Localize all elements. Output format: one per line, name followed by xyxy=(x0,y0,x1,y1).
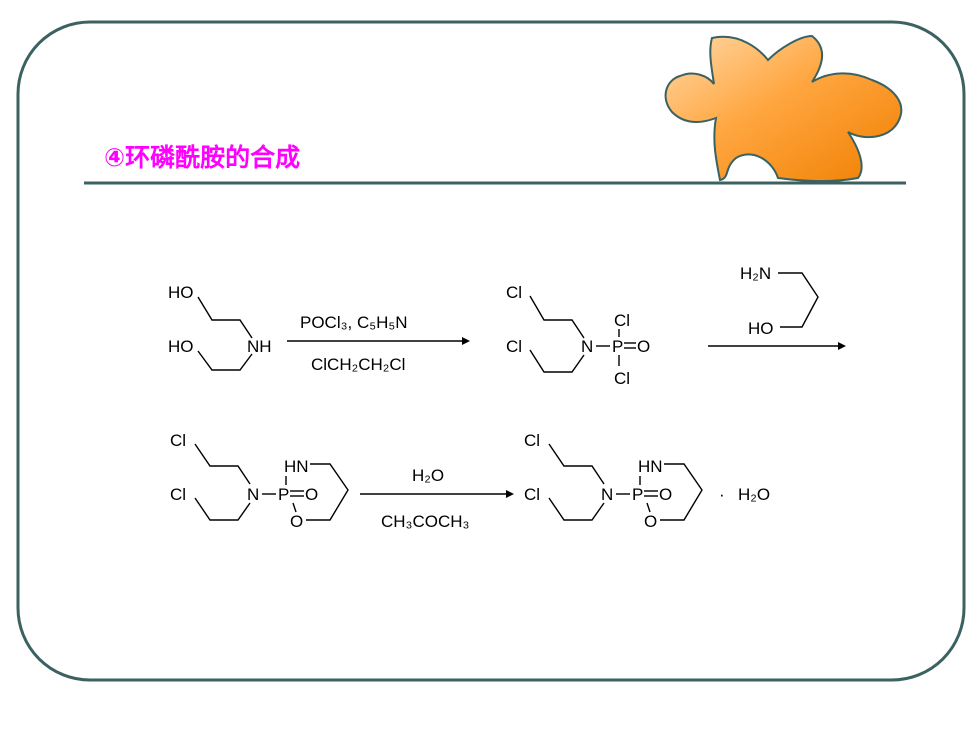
hydrate-o-ring: O xyxy=(644,512,657,531)
intermediate-dichloride: Cl Cl N P O Cl Cl xyxy=(506,283,650,388)
step3-reagent-bottom: CH₃COCH₃ xyxy=(381,512,469,531)
ho-label: HO xyxy=(748,319,774,338)
product-cl-top: Cl xyxy=(170,431,186,450)
cl-chain-bottom: Cl xyxy=(506,337,522,356)
rounded-border xyxy=(16,20,966,682)
nh-label: NH xyxy=(247,337,272,356)
step1-arrow: POCl₃, C₅H₅N ClCH₂CH₂Cl xyxy=(287,313,470,374)
product-o-double: O xyxy=(305,485,318,504)
ho-top-label: HO xyxy=(168,283,194,302)
product-cyclophosphamide: Cl Cl N P O HN O xyxy=(170,431,349,531)
step1-reagent-top: POCl₃, C₅H₅N xyxy=(300,313,408,332)
slide-title: ④环磷酰胺的合成 xyxy=(104,143,301,172)
o-double-label: O xyxy=(637,337,650,356)
n-label: N xyxy=(581,337,593,356)
step3-reagent-top: H₂O xyxy=(412,466,444,485)
hydrate-o-double: O xyxy=(659,485,672,504)
hydrate-hn: HN xyxy=(638,457,663,476)
hydrate-p: P xyxy=(632,485,643,504)
hydrate-dot: · xyxy=(719,485,725,504)
p-label: P xyxy=(612,337,623,356)
puzzle-piece-icon xyxy=(664,34,903,182)
cl-chain-top: Cl xyxy=(506,283,522,302)
lower-ethanol-chain xyxy=(197,350,253,371)
step2-reagent: H₂N HO xyxy=(708,264,846,350)
cl-p-bottom: Cl xyxy=(614,369,630,388)
cl-p-top: Cl xyxy=(614,311,630,330)
upper-ethanol-chain xyxy=(197,296,253,339)
product-hydrate: Cl Cl N P O HN O · H₂O xyxy=(524,431,770,531)
step1-reagent-bottom: ClCH₂CH₂Cl xyxy=(311,355,405,374)
h2n-label: H₂N xyxy=(740,264,771,283)
hydrate-cl-bottom: Cl xyxy=(524,485,540,504)
hydrate-cl-top: Cl xyxy=(524,431,540,450)
product-o-ring: O xyxy=(290,512,303,531)
hydrate-n: N xyxy=(601,485,613,504)
reactant-diethanolamine: HO HO NH xyxy=(168,283,272,371)
product-p: P xyxy=(278,485,289,504)
product-hn: HN xyxy=(284,457,309,476)
hydrate-water: H₂O xyxy=(738,485,770,504)
step3-arrow: H₂O CH₃COCH₃ xyxy=(360,466,514,531)
ho-bottom-label: HO xyxy=(168,337,194,356)
product-n: N xyxy=(247,485,259,504)
product-cl-bottom: Cl xyxy=(170,485,186,504)
